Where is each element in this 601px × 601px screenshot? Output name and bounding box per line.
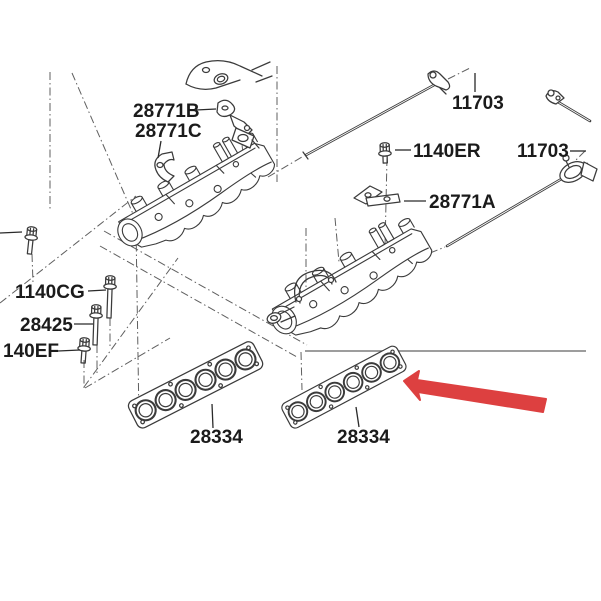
bolt-1140cg [103, 274, 118, 319]
bracket-top-partial [185, 60, 273, 90]
label-28771b: 28771B [133, 101, 200, 122]
manifold-gasket-left [125, 338, 266, 432]
tube-end-fitting-top-right [545, 89, 592, 123]
label-28334-right: 28334 [337, 427, 390, 448]
label-11703-right: 11703 [517, 141, 569, 162]
clamp-28771c [154, 151, 175, 183]
bolt-140ef [77, 336, 92, 364]
label-28425: 28425 [20, 315, 73, 336]
phantom-centerlines [0, 66, 586, 421]
manifold-gasket-right [278, 343, 409, 431]
red-highlight-arrow-icon [403, 370, 547, 413]
label-1140er: 1140ER [413, 141, 481, 162]
label-28771a: 28771A [429, 192, 496, 213]
label-1140cg: 1140CG [15, 282, 85, 303]
bolt-unlabeled [24, 225, 40, 255]
label-leader-lines [0, 73, 586, 429]
intake-manifold-lower [255, 207, 441, 353]
label-28334-left: 28334 [190, 427, 243, 448]
tube-11703-lower [445, 154, 598, 248]
clamp-28771b [216, 99, 260, 149]
label-28771c: 28771C [135, 121, 202, 142]
label-140ef: 140EF [3, 341, 59, 362]
tube-11703-upper [302, 70, 451, 160]
bolt-1140er [377, 141, 392, 164]
part-labels: 28771B 28771C 11703 1140ER 11703 28771A … [3, 93, 569, 448]
label-11703-top: 11703 [452, 93, 504, 114]
bracket-28771a [353, 185, 401, 207]
bolt-28425 [89, 303, 104, 346]
